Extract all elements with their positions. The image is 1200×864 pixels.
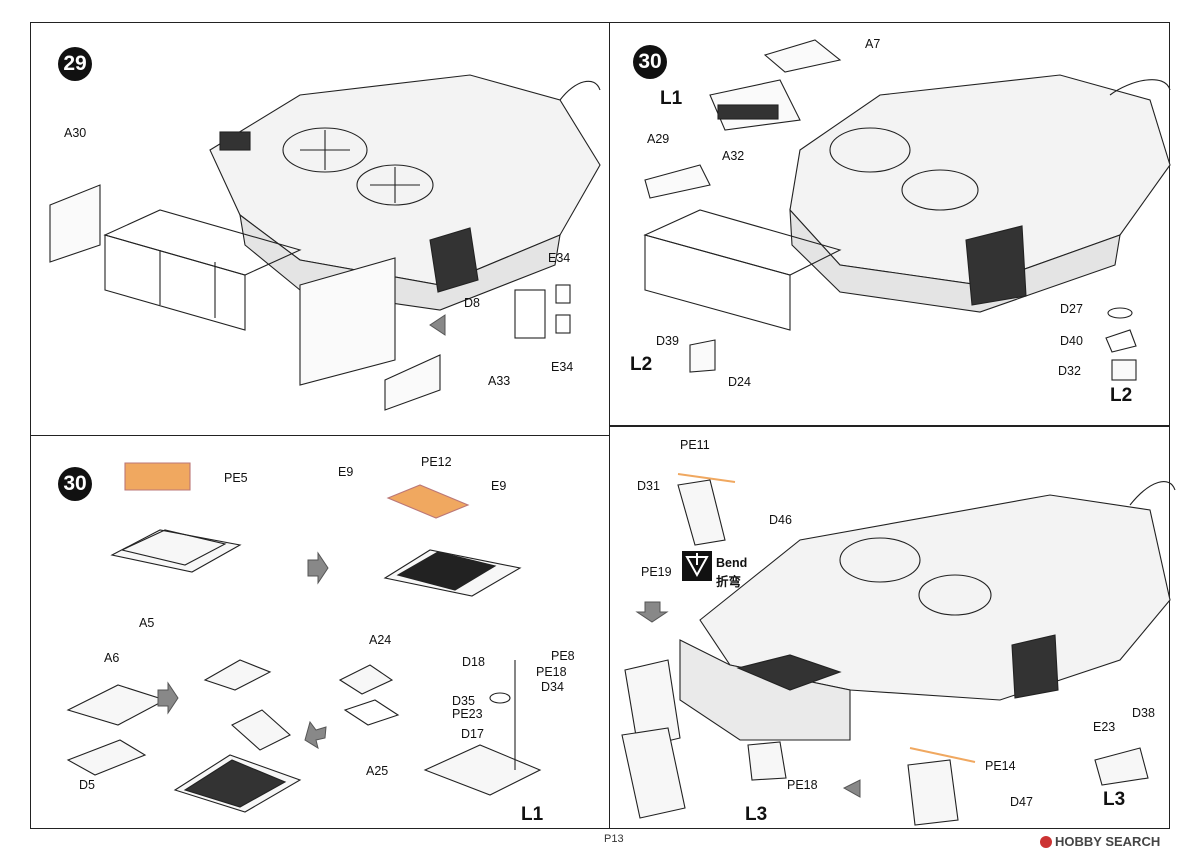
page-number: P13 xyxy=(604,833,624,845)
direction-arrow-30c-left xyxy=(842,779,861,798)
turret-drawing-30-bottom xyxy=(621,473,1176,826)
part-label-a32: A32 xyxy=(722,149,745,163)
part-label-pe8: PE8 xyxy=(551,649,575,663)
step-30-bottom-panel xyxy=(609,426,1170,829)
subassembly-label-l2-left: L2 xyxy=(630,354,653,375)
direction-arrow-30b-1 xyxy=(307,551,329,585)
part-label-pe19: PE19 xyxy=(641,565,672,579)
part-label-e9-left: E9 xyxy=(338,465,354,479)
bend-icon xyxy=(682,551,712,581)
step-badge-30-sub: 30 xyxy=(58,467,92,501)
part-label-pe12: PE12 xyxy=(421,455,452,469)
part-label-d32: D32 xyxy=(1058,364,1081,378)
part-label-a7: A7 xyxy=(865,37,881,51)
part-label-a29: A29 xyxy=(647,132,670,146)
direction-arrow-30b-2 xyxy=(157,681,179,715)
part-label-pe14: PE14 xyxy=(985,759,1016,773)
part-label-d39: D39 xyxy=(656,334,679,348)
part-label-d24: D24 xyxy=(728,375,751,389)
direction-arrow-30b-3 xyxy=(304,720,327,750)
part-label-pe11: PE11 xyxy=(680,438,710,452)
watermark-logo: HOBBY SEARCH xyxy=(1040,834,1160,849)
part-label-e34-top: E34 xyxy=(548,251,571,265)
step-badge-30-top: 30 xyxy=(633,45,667,79)
step-badge-29: 29 xyxy=(58,47,92,81)
direction-arrow-29 xyxy=(429,314,446,336)
turret-drawing-30-top xyxy=(643,39,1171,381)
part-label-e9-right: E9 xyxy=(491,479,507,493)
part-label-d35: D35 xyxy=(452,694,475,708)
part-label-e34-bottom: E34 xyxy=(551,360,574,374)
watermark-text: HOBBY SEARCH xyxy=(1055,834,1161,849)
subassembly-drawings xyxy=(66,462,542,813)
part-label-d5: D5 xyxy=(79,778,95,792)
direction-arrow-30c-down xyxy=(635,601,669,623)
part-label-d46: D46 xyxy=(769,513,792,527)
bend-label: Bend xyxy=(716,556,748,570)
part-label-a6: A6 xyxy=(104,651,120,665)
subassembly-label-l1: L1 xyxy=(660,88,683,109)
part-label-d18: D18 xyxy=(462,655,485,669)
part-label-e23: E23 xyxy=(1093,720,1116,734)
part-label-d17: D17 xyxy=(461,727,484,741)
part-label-d40: D40 xyxy=(1060,334,1083,348)
subassembly-label-l3-right: L3 xyxy=(1103,789,1126,810)
bend-label-cn: 折弯 xyxy=(716,575,742,589)
part-label-d8: D8 xyxy=(464,296,480,310)
hobby-search-logo-icon xyxy=(1040,836,1052,848)
part-label-d27: D27 xyxy=(1060,302,1083,316)
part-label-a25: A25 xyxy=(366,764,389,778)
part-label-a5: A5 xyxy=(139,616,155,630)
part-label-a24: A24 xyxy=(369,633,392,647)
part-label-pe23: PE23 xyxy=(452,707,483,721)
part-label-d38: D38 xyxy=(1132,706,1155,720)
step-30-top-panel xyxy=(609,22,1170,426)
subassembly-label-l2-right: L2 xyxy=(1110,385,1133,406)
part-label-pe18-c: PE18 xyxy=(787,778,818,792)
part-label-pe5: PE5 xyxy=(224,471,248,485)
part-label-a30: A30 xyxy=(64,126,87,140)
part-label-pe18: PE18 xyxy=(536,665,567,679)
turret-drawing-29 xyxy=(49,74,601,411)
subassembly-label-l1-result: L1 xyxy=(521,804,544,825)
part-label-d34: D34 xyxy=(541,680,564,694)
part-label-d31: D31 xyxy=(637,479,660,493)
part-label-a33: A33 xyxy=(488,374,511,388)
subassembly-label-l3-left: L3 xyxy=(745,804,768,825)
part-label-d47: D47 xyxy=(1010,795,1033,809)
